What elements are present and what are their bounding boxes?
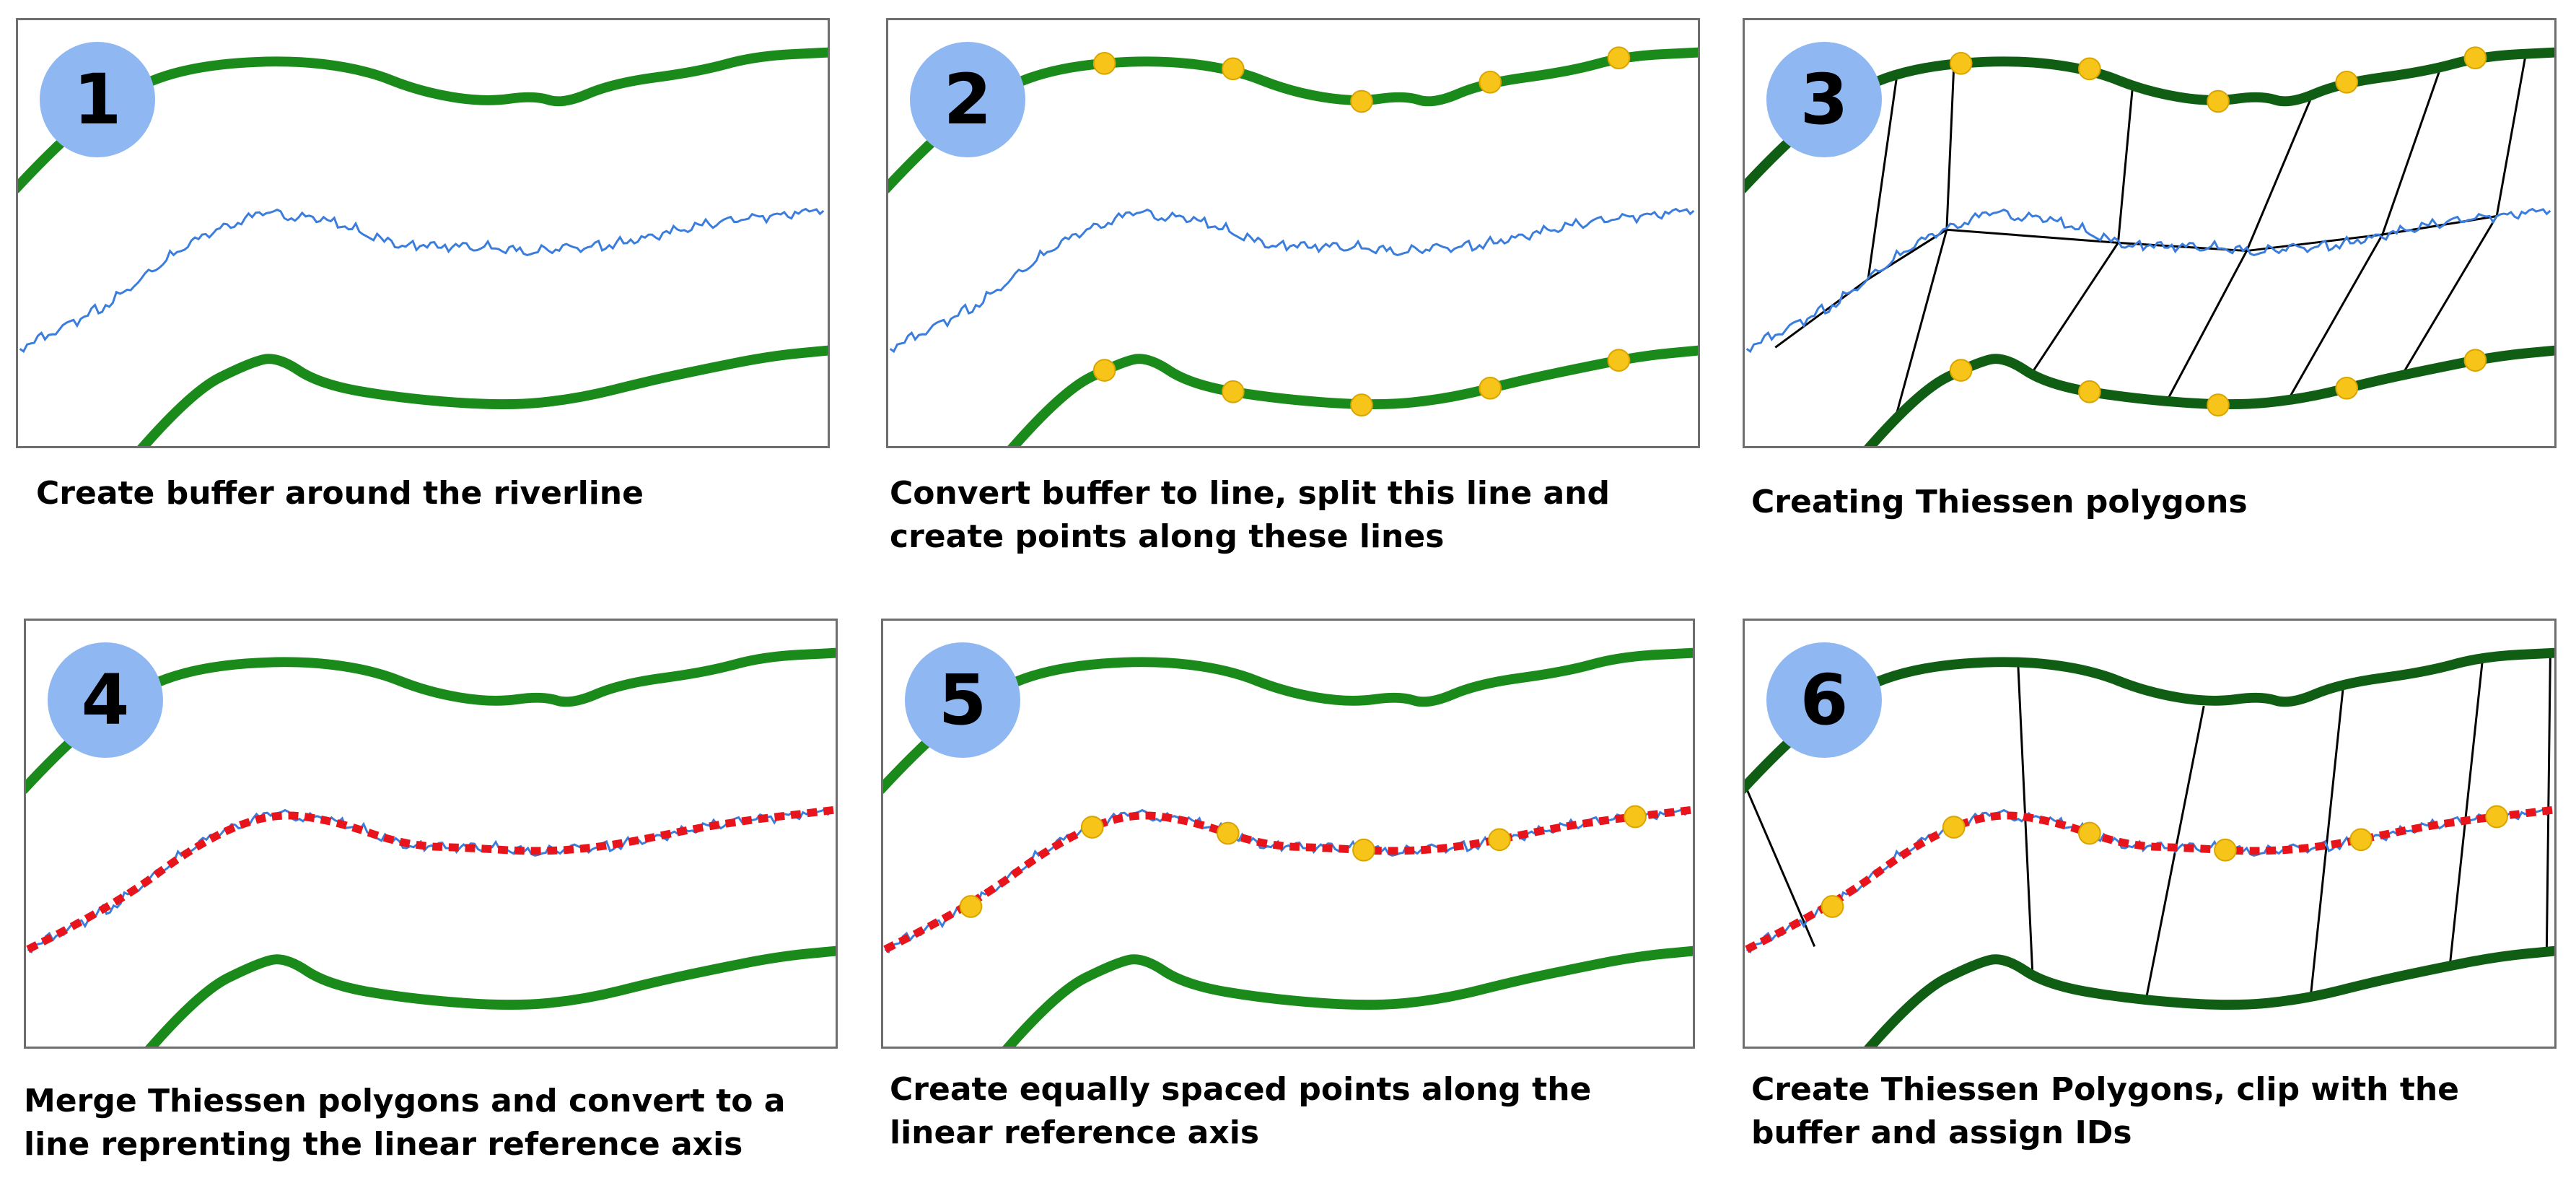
buffer-points	[1092, 46, 1631, 416]
step-5-caption: Create equally spaced points along the l…	[890, 1071, 1592, 1151]
buffer-point	[2207, 393, 2230, 416]
step-2-caption: Convert buffer to line, split this line …	[890, 475, 1610, 555]
step-5-number: 5	[938, 660, 987, 741]
step-1-panel: 1	[16, 18, 830, 448]
polygon-edge	[2449, 660, 2484, 962]
step-1-badge: 1	[40, 42, 155, 157]
step-5-panel: 5	[881, 619, 1695, 1049]
step-6-badge: 6	[1766, 642, 1882, 758]
buffer-lower-line	[1007, 345, 1698, 446]
axis-point	[2349, 828, 2373, 852]
step-2-badge: 2	[910, 42, 1025, 157]
buffer-lower-line	[1864, 945, 2554, 1047]
reference-axis-line	[1745, 805, 2553, 953]
polygon-edge	[2167, 97, 2313, 399]
buffer-lower-line	[1002, 945, 1693, 1047]
step-4-panel: 4	[24, 619, 838, 1049]
buffer-point	[2078, 380, 2101, 403]
axis-points	[1821, 805, 2508, 918]
step-6-caption: Create Thiessen Polygons, clip with the …	[1751, 1071, 2460, 1151]
buffer-point	[1949, 359, 1973, 382]
buffer-point	[2463, 349, 2487, 372]
buffer-point	[1092, 51, 1116, 75]
polygon-edge	[1745, 788, 1816, 947]
step-4-caption: Merge Thiessen polygons and convert to a…	[24, 1083, 786, 1163]
buffer-point	[1222, 57, 1245, 81]
buffer-point	[2335, 376, 2359, 400]
axis-points	[959, 805, 1647, 918]
axis-point	[1821, 895, 1844, 918]
axis-point	[959, 895, 983, 918]
polygon-edge	[2310, 687, 2344, 994]
buffer-lower-line	[137, 345, 828, 446]
buffer-points	[1949, 46, 2487, 416]
axis-point	[1942, 816, 1966, 839]
axis-point	[1080, 816, 1104, 839]
step-1-number: 1	[73, 59, 122, 140]
polygon-edge	[2031, 88, 2134, 373]
polygon-edge	[2545, 657, 2551, 948]
buffer-point	[1607, 46, 1631, 70]
step-5-badge: 5	[905, 642, 1020, 758]
step-2-number: 2	[943, 59, 992, 140]
buffer-point	[2463, 46, 2487, 70]
step-4-badge: 4	[48, 642, 163, 758]
buffer-point	[1607, 349, 1631, 372]
step-6-panel: 6	[1743, 619, 2557, 1049]
buffer-point	[1478, 70, 1502, 94]
axis-point	[1217, 821, 1240, 845]
buffer-point	[1350, 393, 1373, 416]
buffer-point	[1350, 89, 1373, 113]
riverline	[1745, 207, 2551, 354]
step-4-number: 4	[81, 660, 130, 741]
step-2-panel: 2	[886, 18, 1700, 448]
axis-point	[1488, 828, 1511, 852]
reference-axis-line	[883, 805, 1691, 953]
buffer-point	[2335, 70, 2359, 94]
buffer-lower-line	[1864, 345, 2554, 446]
buffer-point	[1092, 359, 1116, 382]
riverline	[889, 207, 1695, 354]
axis-point	[2078, 821, 2101, 845]
step-3-number: 3	[1800, 59, 1849, 140]
riverline	[19, 207, 825, 354]
buffer-point	[1949, 51, 1973, 75]
axis-point	[2214, 838, 2237, 862]
step-3-badge: 3	[1766, 42, 1882, 157]
step-3-panel: 3	[1743, 18, 2557, 448]
axis-point	[1624, 805, 1647, 829]
step-3-caption: Creating Thiessen polygons	[1751, 484, 2248, 520]
step-1-caption: Create buffer around the riverline	[36, 475, 644, 512]
polygon-edge	[1867, 215, 2497, 281]
buffer-point	[1222, 380, 1245, 403]
axis-point	[1352, 838, 1375, 862]
thiessen-polygons	[1774, 56, 2527, 414]
axis-point	[2485, 805, 2508, 829]
step-6-number: 6	[1800, 660, 1849, 741]
buffer-point	[2207, 89, 2230, 113]
buffer-point	[1478, 376, 1502, 400]
buffer-point	[2078, 57, 2101, 81]
reference-axis-line	[26, 805, 834, 953]
buffer-lower-line	[145, 945, 836, 1047]
